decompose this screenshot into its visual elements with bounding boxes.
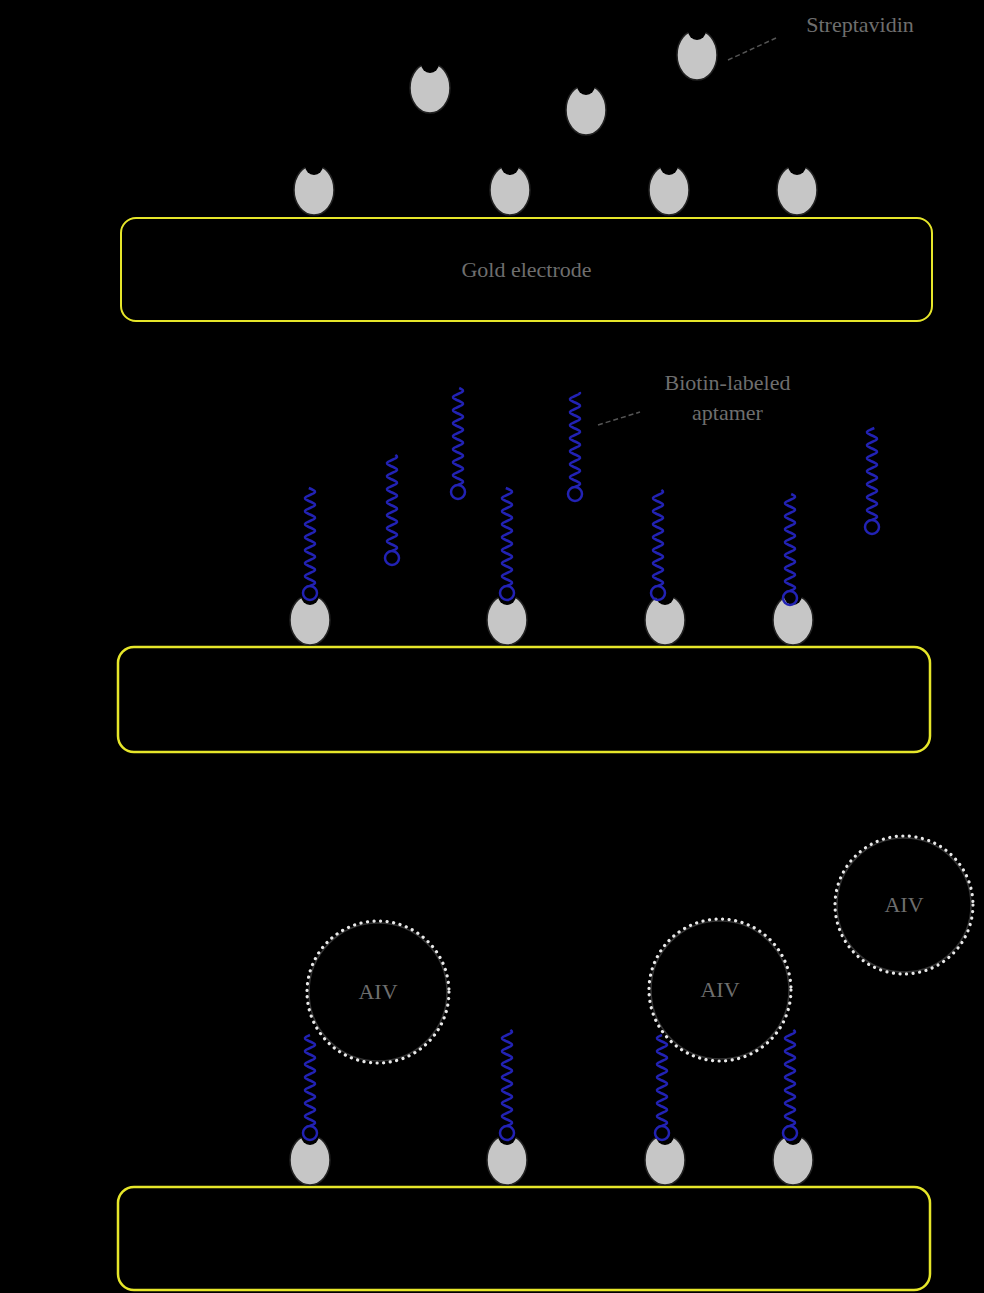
aptamer-strand [657,1035,667,1126]
aptamer-strand [305,488,315,586]
surface-proteins [649,919,791,1061]
streptavidin [773,1127,813,1185]
aptamer [500,1030,514,1140]
aptamer-label: Biotin-labeled aptamer [640,368,815,428]
binding-pocket [660,157,678,175]
biotin [500,1126,514,1140]
leader-line [728,38,776,60]
binding-pocket [498,587,516,605]
streptavidin [490,157,530,215]
binding-pocket [788,157,806,175]
streptavidin [487,1127,527,1185]
surface-proteins [835,836,973,974]
aptamer-strand [653,490,663,586]
biotin [783,591,797,605]
binding-pocket [498,1127,516,1145]
streptavidin [649,157,689,215]
aptamer [865,428,879,534]
aptamer [655,1035,669,1140]
aptamer-strand [785,1030,795,1126]
aptamer [783,494,797,605]
streptavidin [290,587,330,645]
streptavidin [294,157,334,215]
biotin [568,487,582,501]
aptamer [783,1030,797,1140]
binding-pocket [688,22,706,40]
streptavidin [777,157,817,215]
biotin [385,551,399,565]
biotin [500,586,514,600]
aptamer [451,388,465,499]
aptamer-strand [867,428,877,520]
aptamer-strand [453,388,463,485]
virus-particle: AIV [304,918,452,1066]
binding-pocket [656,1127,674,1145]
binding-pocket [305,157,323,175]
surface-proteins [307,921,449,1063]
aptamer-strand [387,455,397,551]
streptavidin [487,587,527,645]
aptamer [303,1035,317,1140]
biotin [655,1126,669,1140]
electrode-label: Gold electrode [461,257,591,283]
streptavidin [677,22,717,80]
aptamer-strand [502,1030,512,1126]
virus-particle: AIV [646,916,794,1064]
streptavidin [773,587,813,645]
aptamer [303,488,317,600]
virus-particle: AIV [832,833,976,977]
biotin [783,1126,797,1140]
binding-pocket [301,1127,319,1145]
virus-envelope [837,838,971,972]
binding-pocket [577,77,595,95]
leader-line [598,412,640,425]
virus-label: AIV [884,892,923,918]
streptavidin [410,55,450,113]
biotin [303,1126,317,1140]
aptamer [651,490,665,600]
aptamer-strand [305,1035,315,1126]
virus-envelope [309,923,447,1061]
biotin [865,520,879,534]
aptamer-strand [502,488,512,586]
aptamer [500,488,514,600]
binding-pocket [301,587,319,605]
aptamer [568,392,582,501]
biotin [451,485,465,499]
aptamer-strand [785,494,795,591]
biotin [303,586,317,600]
streptavidin [645,1127,685,1185]
virus-label: AIV [700,977,739,1003]
streptavidin [645,587,685,645]
aptamer [385,455,399,565]
aptamer-strand [570,392,580,487]
streptavidin [566,77,606,135]
virus-label: AIV [358,979,397,1005]
binding-pocket [421,55,439,73]
streptavidin [290,1127,330,1185]
streptavidin-label: Streptavidin [780,10,940,40]
gold-electrode [118,647,930,752]
virus-envelope [651,921,789,1059]
binding-pocket [784,1127,802,1145]
biotin [651,586,665,600]
binding-pocket [501,157,519,175]
gold-electrode [118,1187,930,1290]
electrode-box: Gold electrode [120,217,933,322]
